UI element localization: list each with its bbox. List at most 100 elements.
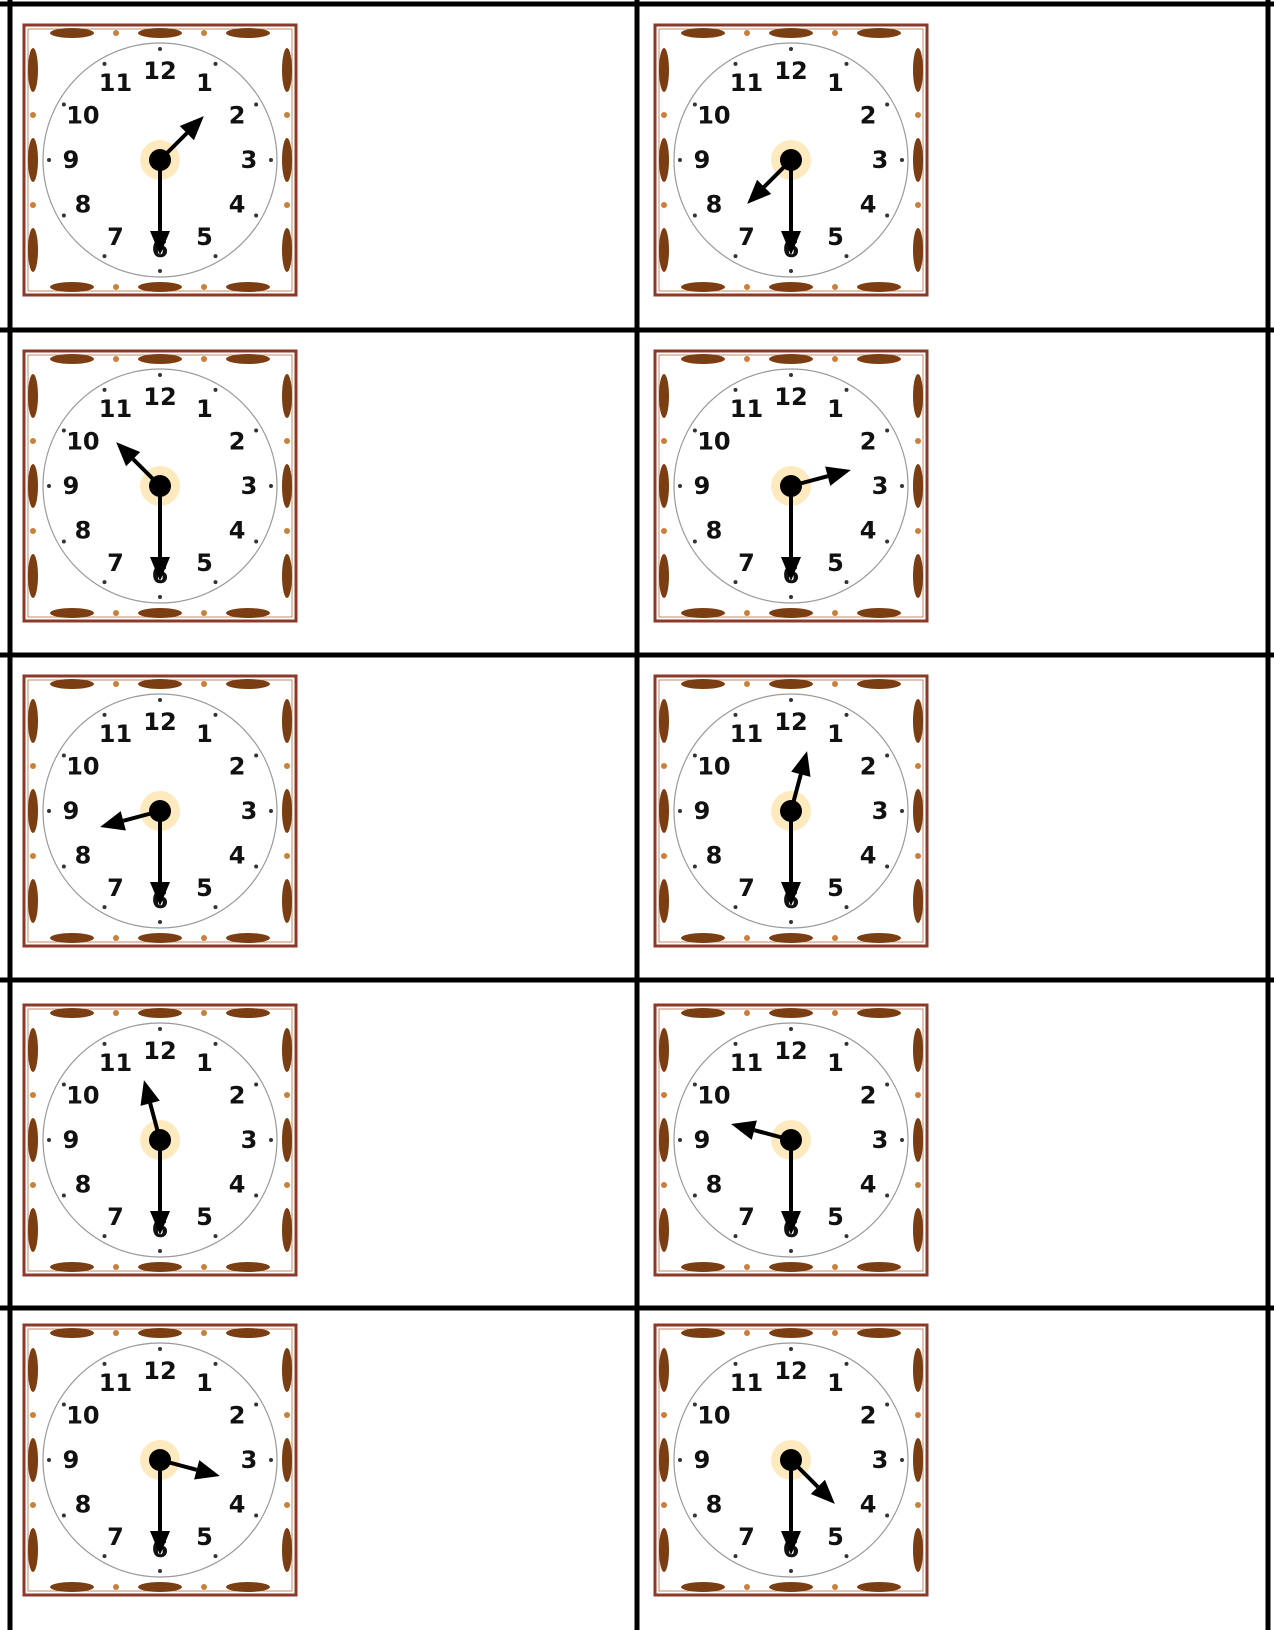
hour-numeral-2: 2 <box>229 428 246 456</box>
frame-ornament-dot <box>284 1412 290 1418</box>
frame-ornament <box>659 699 669 743</box>
hour-tick <box>885 865 889 869</box>
frame-ornament <box>28 1208 38 1252</box>
hour-tick <box>254 1194 258 1198</box>
frame-ornament <box>913 1348 923 1392</box>
frame-ornament <box>769 933 813 943</box>
frame-ornament <box>681 1008 725 1018</box>
frame-ornament-dot <box>661 202 667 208</box>
hour-numeral-12: 12 <box>774 383 807 411</box>
hour-numeral-11: 11 <box>730 1369 763 1397</box>
frame-ornament <box>28 1118 38 1162</box>
hour-numeral-3: 3 <box>872 1446 889 1474</box>
hour-tick <box>885 1514 889 1518</box>
frame-ornament <box>226 608 270 618</box>
hour-tick <box>789 1347 793 1351</box>
hour-numeral-5: 5 <box>827 874 844 902</box>
hour-numeral-4: 4 <box>860 1171 877 1199</box>
frame-ornament-dot <box>661 1092 667 1098</box>
frame-ornament-dot <box>915 853 921 859</box>
hour-tick <box>254 865 258 869</box>
frame-ornament-dot <box>201 356 207 362</box>
hour-numeral-7: 7 <box>738 549 755 577</box>
hour-tick <box>693 865 697 869</box>
hour-tick <box>693 540 697 544</box>
frame-ornament <box>681 933 725 943</box>
clock-hub <box>149 475 171 497</box>
hour-numeral-10: 10 <box>66 102 99 130</box>
frame-ornament <box>659 554 669 598</box>
frame-ornament <box>28 554 38 598</box>
hour-tick <box>214 580 218 584</box>
hour-tick <box>678 484 682 488</box>
frame-ornament-dot <box>284 528 290 534</box>
clock-face: 121234567891011 <box>24 25 296 295</box>
frame-ornament-dot <box>113 681 119 687</box>
clock-face: 121234567891011 <box>655 25 927 295</box>
frame-ornament <box>50 933 94 943</box>
frame-ornament <box>913 228 923 272</box>
hour-numeral-10: 10 <box>697 1082 730 1110</box>
frame-ornament-dot <box>30 1412 36 1418</box>
hour-numeral-11: 11 <box>730 720 763 748</box>
hour-numeral-7: 7 <box>107 874 124 902</box>
hour-numeral-7: 7 <box>107 223 124 251</box>
frame-ornament <box>659 1208 669 1252</box>
hour-tick <box>62 865 66 869</box>
frame-ornament <box>857 1262 901 1272</box>
hour-numeral-2: 2 <box>860 753 877 781</box>
frame-ornament <box>28 1438 38 1482</box>
frame-ornament-dot <box>661 1502 667 1508</box>
hour-numeral-2: 2 <box>860 102 877 130</box>
hour-tick <box>254 540 258 544</box>
frame-ornament-dot <box>832 284 838 290</box>
hour-numeral-9: 9 <box>63 797 80 825</box>
frame-ornament <box>226 354 270 364</box>
frame-ornament-dot <box>30 112 36 118</box>
hour-numeral-9: 9 <box>63 1446 80 1474</box>
frame-ornament <box>138 608 182 618</box>
clock-face: 121234567891011 <box>24 351 296 621</box>
frame-ornament <box>282 1118 292 1162</box>
hour-tick <box>158 698 162 702</box>
frame-ornament <box>659 1348 669 1392</box>
hour-tick <box>214 388 218 392</box>
frame-ornament <box>769 282 813 292</box>
clock-hub <box>780 1449 802 1471</box>
frame-ornament <box>50 28 94 38</box>
hour-numeral-5: 5 <box>196 1523 213 1551</box>
hour-numeral-2: 2 <box>229 1082 246 1110</box>
hour-numeral-12: 12 <box>774 57 807 85</box>
hour-tick <box>900 158 904 162</box>
hour-numeral-4: 4 <box>860 191 877 219</box>
frame-ornament <box>659 1118 669 1162</box>
hour-tick <box>269 809 273 813</box>
hour-tick <box>214 254 218 258</box>
hour-tick <box>158 1027 162 1031</box>
frame-ornament-dot <box>744 284 750 290</box>
frame-ornament <box>681 1328 725 1338</box>
frame-ornament <box>226 1008 270 1018</box>
frame-ornament <box>28 1028 38 1072</box>
frame-ornament <box>28 464 38 508</box>
frame-ornament <box>282 789 292 833</box>
hour-tick <box>158 373 162 377</box>
frame-ornament-dot <box>284 853 290 859</box>
hour-numeral-5: 5 <box>196 549 213 577</box>
hour-numeral-5: 5 <box>827 549 844 577</box>
hour-tick <box>103 1234 107 1238</box>
frame-ornament <box>282 138 292 182</box>
hour-numeral-4: 4 <box>860 1491 877 1519</box>
frame-ornament <box>659 48 669 92</box>
frame-ornament-dot <box>744 356 750 362</box>
frame-ornament <box>913 789 923 833</box>
hour-numeral-3: 3 <box>241 472 258 500</box>
hour-tick <box>47 1138 51 1142</box>
hour-numeral-2: 2 <box>860 428 877 456</box>
hour-tick <box>103 580 107 584</box>
hour-tick <box>158 1347 162 1351</box>
hour-tick <box>214 62 218 66</box>
frame-ornament <box>282 464 292 508</box>
hour-tick <box>734 254 738 258</box>
frame-ornament-dot <box>661 853 667 859</box>
